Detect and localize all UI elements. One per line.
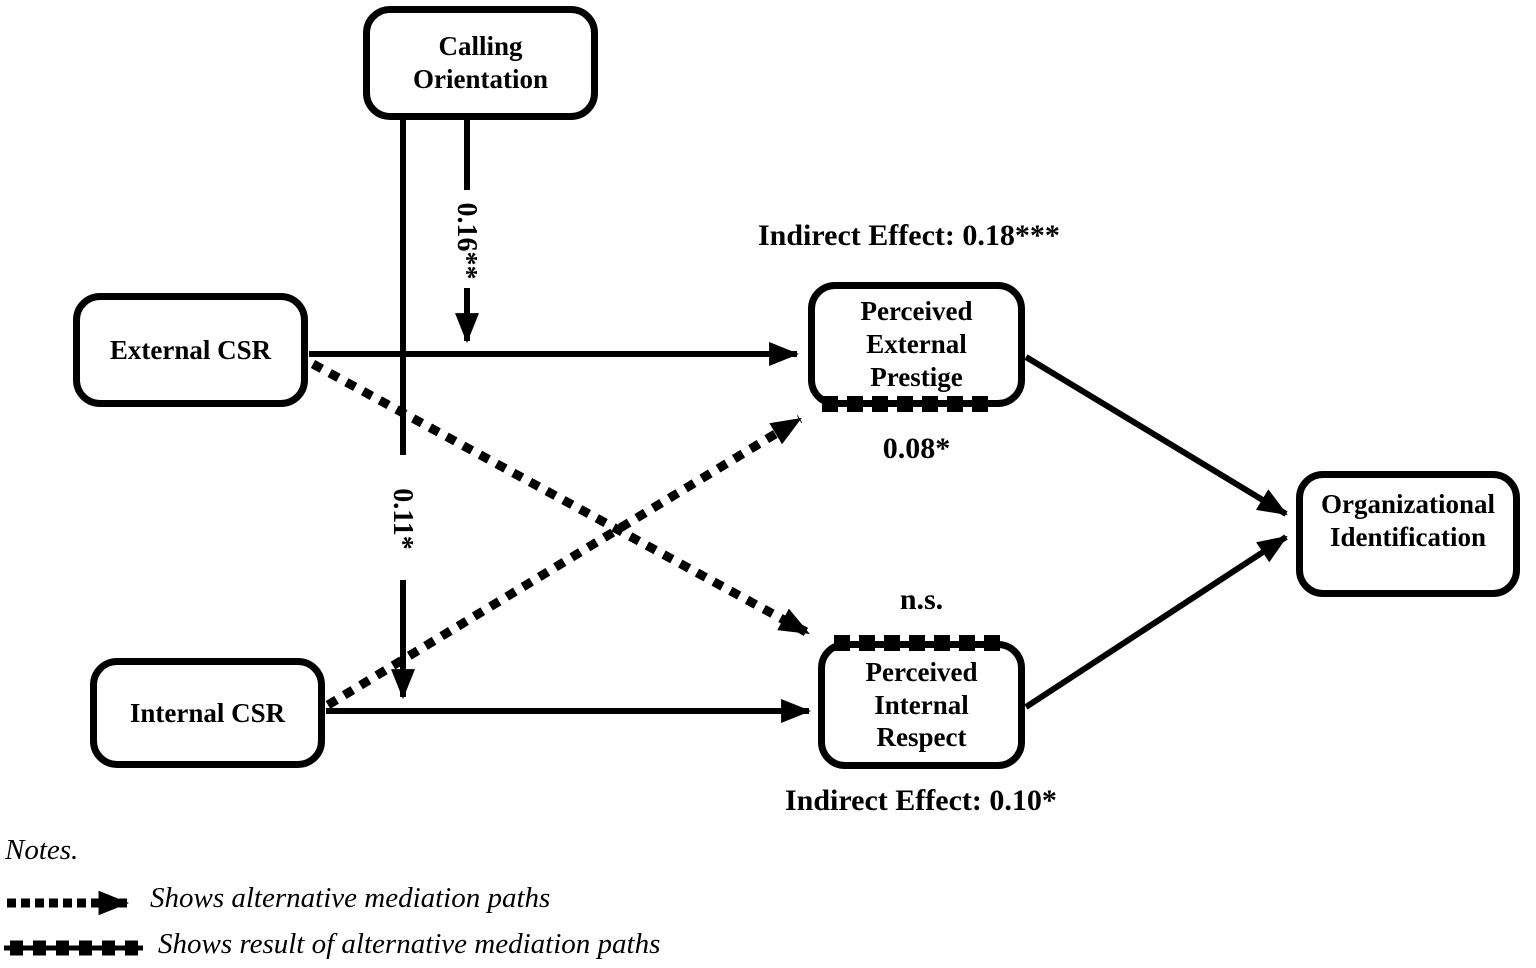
indirect-effect-external-label: Indirect Effect: 0.18*** <box>758 219 1060 252</box>
indirect-effect-internal-label: Indirect Effect: 0.10* <box>785 784 1057 817</box>
path-respect-to-identification <box>1024 534 1288 710</box>
coefficient-calling-to-internal: 0.11* <box>387 488 418 550</box>
box-internal-csr: Internal CSR <box>90 658 325 768</box>
box-organizational-identification: Organizational Identification <box>1296 471 1520 597</box>
legend-square-dash-text: Shows result of alternative mediation pa… <box>158 928 661 960</box>
alt-result-internal-label: n.s. <box>899 583 944 616</box>
box-perceived-internal-respect-label: Perceived Internal Respect <box>865 656 978 753</box>
box-calling-orientation: Calling Orientation <box>363 6 598 120</box>
box-perceived-external-prestige-label: Perceived External Prestige <box>860 296 973 392</box>
legend-dotted-arrow-text: Shows alternative mediation paths <box>150 882 551 914</box>
alt-result-external-label: 0.08* <box>882 432 951 465</box>
box-external-csr: External CSR <box>73 293 308 407</box>
path-prestige-to-identification <box>1024 354 1288 517</box>
box-perceived-internal-respect: Perceived Internal Respect <box>818 641 1025 769</box>
box-internal-csr-label: Internal CSR <box>129 697 286 728</box>
box-organizational-identification-label: Organizational Identification <box>1321 489 1495 552</box>
notes-title: Notes. <box>5 834 79 866</box>
coefficient-calling-to-external: 0.16** <box>451 202 482 280</box>
box-calling-orientation-label: Calling Orientation <box>413 31 548 94</box>
box-perceived-external-prestige: Perceived External Prestige <box>808 282 1025 407</box>
box-external-csr-label: External CSR <box>109 334 272 365</box>
